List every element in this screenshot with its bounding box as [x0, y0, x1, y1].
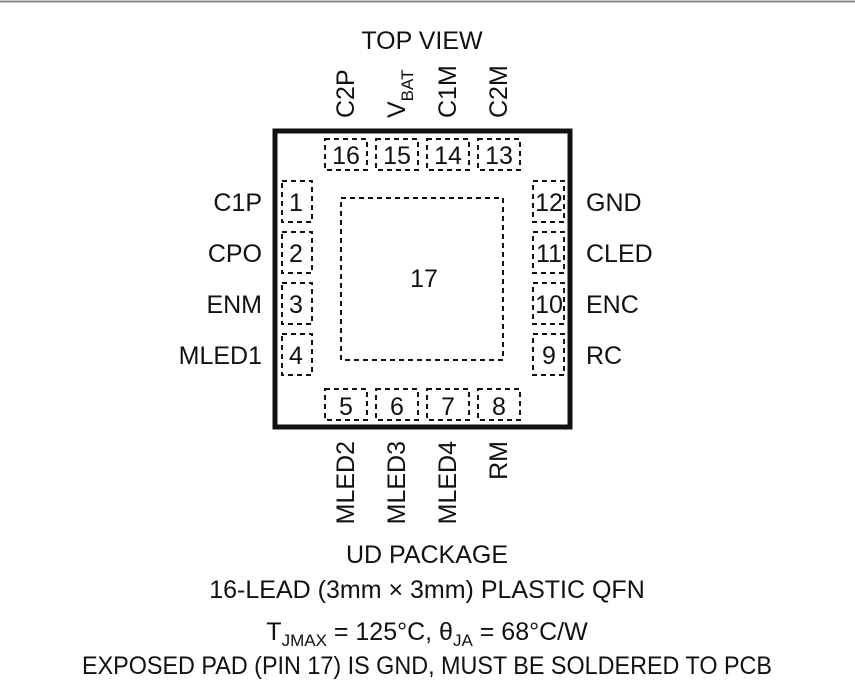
pin-2-label: CPO — [208, 240, 262, 268]
pin-3-pad — [281, 282, 313, 325]
theta-ja-value: = 68°C/W — [473, 618, 588, 646]
pin-8-label: RM — [485, 441, 513, 480]
top-view-label: TOP VIEW — [361, 27, 483, 55]
pin-8-number: 8 — [492, 393, 506, 421]
pin-6-number: 6 — [390, 393, 404, 421]
pin-15-pad — [375, 138, 419, 171]
pin-11-number: 11 — [536, 240, 562, 268]
pin-4-number: 4 — [289, 342, 303, 370]
pin-16-number: 16 — [332, 142, 360, 170]
pin-16-label: C2P — [332, 69, 360, 118]
pin-1-number: 1 — [289, 189, 303, 217]
pin-13-label: C2M — [485, 65, 513, 118]
pin-1-pad — [281, 180, 313, 223]
pin-13-number: 13 — [485, 142, 513, 170]
pin-11-label: CLED — [586, 240, 653, 268]
pin-10-number: 10 — [535, 291, 563, 319]
pin-5-label: MLED2 — [332, 441, 360, 524]
pin-3-label: ENM — [206, 291, 262, 319]
pin-14-label: C1M — [434, 65, 462, 118]
pin-6-label: MLED3 — [383, 441, 411, 524]
pin-1-label: C1P — [213, 189, 262, 217]
package-description: 16-LEAD (3mm × 3mm) PLASTIC QFN — [209, 576, 645, 604]
pin-5-number: 5 — [339, 393, 353, 421]
pin-9-label: RC — [586, 342, 622, 370]
exposed-pad-note: EXPOSED PAD (PIN 17) IS GND, MUST BE SOL… — [82, 652, 772, 680]
tjmax-symbol: T — [266, 618, 281, 646]
exposed-pad — [340, 197, 504, 361]
package-name: UD PACKAGE — [346, 541, 508, 569]
tjmax-subscript: JMAX — [282, 631, 327, 650]
pin-7-pad — [426, 388, 470, 421]
theta-ja-subscript: JA — [453, 631, 474, 650]
pin-9-number: 9 — [542, 342, 556, 370]
pin-8-pad — [477, 388, 521, 421]
pin-12-number: 12 — [535, 189, 563, 217]
pin-15-label-main: V — [383, 101, 411, 118]
package-outline — [272, 128, 573, 430]
pin-4-label: MLED1 — [179, 342, 262, 370]
pin-12-label: GND — [586, 189, 642, 217]
pin-4-pad — [281, 333, 313, 376]
pin-14-pad — [426, 138, 470, 171]
pin-7-number: 7 — [441, 393, 455, 421]
pin-6-pad — [375, 388, 419, 421]
tjmax-value: = 125°C, θ — [327, 618, 453, 646]
pin-3-number: 3 — [289, 291, 303, 319]
pin-7-label: MLED4 — [434, 441, 462, 524]
pin-15-number: 15 — [383, 142, 411, 170]
pin-5-pad — [324, 388, 368, 421]
pin-13-pad — [477, 138, 521, 171]
pin-17-number: 17 — [410, 265, 438, 293]
pin-15-label-sub: BAT — [398, 70, 417, 102]
thermal-spec: TJMAX = 125°C, θJA = 68°C/W — [266, 618, 588, 650]
pin-2-pad — [281, 231, 313, 274]
pin-15-label: VBAT — [383, 70, 417, 119]
pin-14-number: 14 — [434, 142, 462, 170]
pin-16-pad — [324, 138, 368, 171]
pin-2-number: 2 — [289, 240, 303, 268]
pin-10-label: ENC — [586, 291, 639, 319]
